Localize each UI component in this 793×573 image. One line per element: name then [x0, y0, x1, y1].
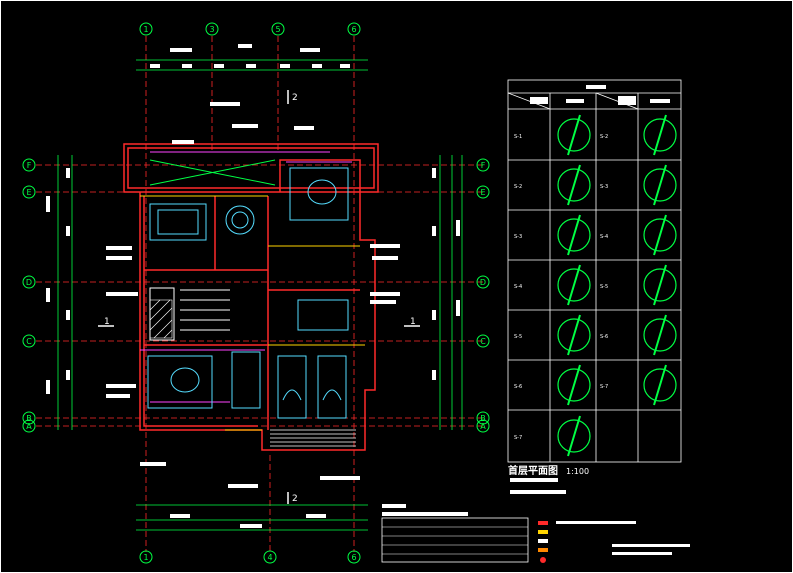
axis-bubble-bottom-6-label: 6 — [351, 553, 356, 562]
axis-bubble-left-B: B — [22, 411, 36, 425]
note-legend — [381, 517, 690, 563]
axis-bubble-right-B: B — [476, 411, 490, 425]
partitions — [140, 195, 365, 431]
window-symbol-icon — [557, 164, 591, 206]
axis-bubble-top-3: 3 — [205, 22, 219, 36]
axis-bubble-right-F: F — [476, 158, 490, 172]
axis-bubble-top-6-label: 6 — [351, 25, 356, 34]
table-header-blocks — [530, 85, 670, 105]
legend-row-label-left: S-3 — [514, 234, 522, 240]
window-symbol-icon — [643, 264, 677, 306]
annotation-blocks — [106, 102, 566, 516]
axis-bubble-left-E: E — [22, 185, 36, 199]
entrance-steps — [270, 429, 356, 447]
legend-symbols — [557, 114, 677, 457]
section-mark-left: 1 — [98, 317, 114, 327]
window-symbol-icon — [643, 164, 677, 206]
axis-bubble-right-F-label: F — [481, 161, 486, 170]
dimension-lines — [57, 59, 463, 531]
axis-bubble-left-A: A — [22, 419, 36, 433]
window-symbol-icon — [557, 214, 591, 256]
window-symbol-icon — [557, 264, 591, 306]
axis-bubble-left-F: F — [22, 158, 36, 172]
axis-bubble-left-D-label: D — [26, 278, 32, 287]
axis-bubble-left-C-label: C — [26, 337, 32, 346]
window-symbol-icon — [557, 415, 591, 457]
axis-bubble-bottom-1-label: 1 — [143, 553, 148, 562]
window-legend-table — [507, 79, 682, 463]
section-mark-top: 2 — [287, 90, 298, 104]
legend-row-label-right: S-5 — [600, 284, 608, 290]
axis-bubble-right-B-label: B — [480, 414, 486, 423]
window-symbol-icon — [643, 114, 677, 156]
axis-bubble-left-C: C — [22, 334, 36, 348]
axis-bubble-left-E-label: E — [26, 188, 31, 197]
section-label-right: 1 — [410, 317, 416, 327]
axis-bubble-right-D: D — [476, 275, 490, 289]
axis-bubble-top-3-label: 3 — [209, 25, 214, 34]
axis-bubble-top-1-label: 1 — [143, 25, 148, 34]
axis-bubble-right-E-label: E — [480, 188, 485, 197]
legend-row-label-right: S-7 — [600, 384, 608, 390]
window-symbol-icon — [643, 314, 677, 356]
window-symbol-icon — [557, 114, 591, 156]
axis-bubble-bottom-6: 6 — [347, 550, 361, 564]
axis-bubble-top-5: 5 — [271, 22, 285, 36]
legend-rows: S-1S-2S-3S-4S-5S-6S-7S-2S-3S-4S-5S-6S-7 — [514, 134, 608, 441]
section-mark-right: 1 — [404, 317, 420, 327]
axis-bubble-top-5-label: 5 — [275, 25, 280, 34]
legend-row-label-left: S-2 — [514, 184, 522, 190]
legend-row-label-left: S-4 — [514, 284, 522, 290]
axis-bubble-right-E: E — [476, 185, 490, 199]
axis-bubble-left-F-label: F — [27, 161, 32, 170]
roof-cross-marks — [149, 159, 276, 186]
axis-bubble-top-1: 1 — [139, 22, 153, 36]
legend-row-label-right: S-6 — [600, 334, 608, 340]
section-label-left: 1 — [104, 317, 110, 327]
axis-bubble-right-C-label: C — [480, 337, 486, 346]
furniture — [147, 167, 349, 419]
axis-bubble-bottom-4: 4 — [263, 550, 277, 564]
drawing-title-text: 首层平面图 — [508, 464, 558, 477]
window-symbol-icon — [557, 314, 591, 356]
axis-lines — [36, 36, 484, 552]
legend-row-label-left: S-1 — [514, 134, 522, 140]
section-label-bottom: 2 — [292, 494, 298, 504]
window-symbol-icon — [643, 364, 677, 406]
hatch-area — [149, 299, 173, 339]
axis-bubble-right-C: C — [476, 334, 490, 348]
axis-bubble-top-6: 6 — [347, 22, 361, 36]
axis-bubble-left-B-label: B — [26, 414, 32, 423]
legend-row-label-right: S-3 — [600, 184, 608, 190]
section-label-top: 2 — [292, 93, 298, 103]
legend-row-label-left: S-6 — [514, 384, 522, 390]
legend-row-label-left: S-5 — [514, 334, 522, 340]
drawing-scale-text: 1:100 — [566, 467, 589, 476]
legend-row-label-left: S-7 — [514, 435, 522, 441]
window-symbol-icon — [557, 364, 591, 406]
accent-lines — [140, 151, 352, 403]
window-symbol-icon — [643, 214, 677, 256]
axis-bubble-right-A-label: A — [480, 422, 486, 431]
axis-bubble-left-A-label: A — [26, 422, 32, 431]
legend-row-label-right: S-4 — [600, 234, 608, 240]
axis-bubble-bottom-4-label: 4 — [267, 553, 272, 562]
axis-bubble-bottom-1: 1 — [139, 550, 153, 564]
axis-bubble-left-D: D — [22, 275, 36, 289]
drawing-title: 首层平面图 1:100 — [508, 464, 589, 477]
axis-bubble-right-A: A — [476, 419, 490, 433]
walls — [123, 143, 379, 451]
legend-row-label-right: S-2 — [600, 134, 608, 140]
floor-plan — [36, 36, 690, 563]
axis-bubble-right-D-label: D — [480, 278, 486, 287]
dimension-text — [46, 44, 460, 528]
section-mark-bottom: 2 — [287, 492, 298, 504]
